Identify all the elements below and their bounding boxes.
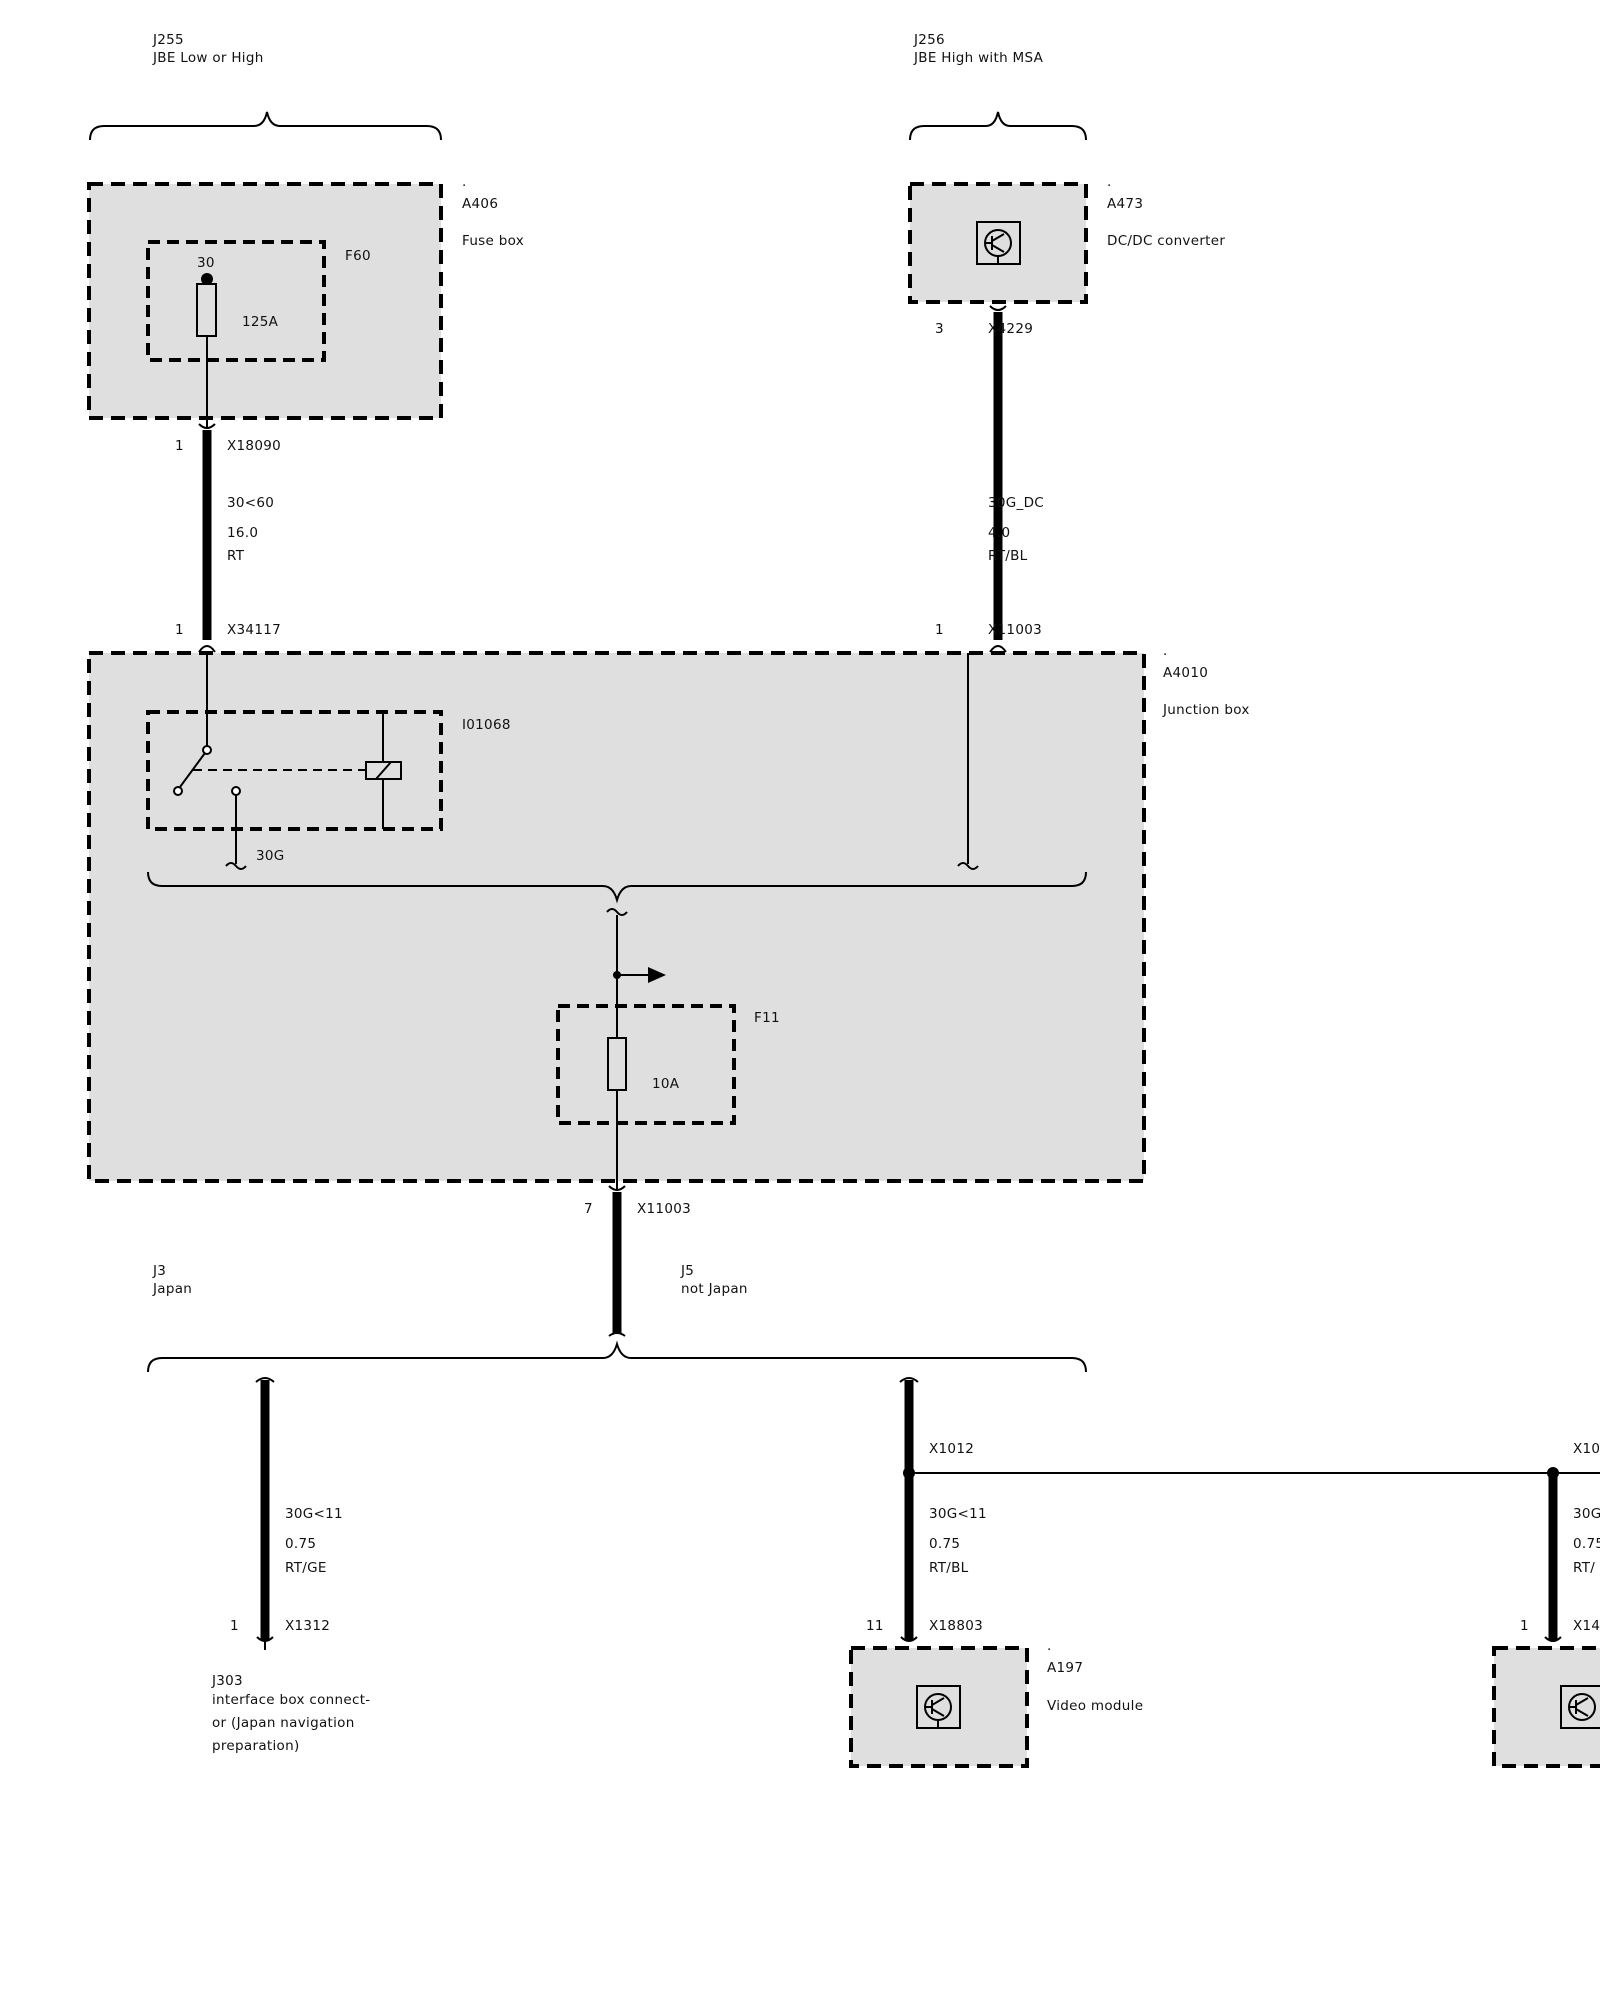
connector-x1312-id: X1312 bbox=[285, 1618, 330, 1634]
electronic-module-icon bbox=[976, 221, 1021, 265]
connector-x18090-pin: 1 bbox=[175, 438, 184, 454]
branch-arrow-icon bbox=[648, 967, 666, 983]
connector-x4229-id: X4229 bbox=[988, 321, 1033, 337]
connector-x11003-in-symbol bbox=[989, 645, 1007, 653]
branch-j3-break bbox=[255, 1377, 275, 1383]
dcdc-converter-a473 bbox=[908, 182, 1088, 304]
variant-j3-code: J3 bbox=[152, 1263, 166, 1279]
connector-x14-pin: 1 bbox=[1520, 1618, 1529, 1634]
connector-x1312-pin: 1 bbox=[230, 1618, 239, 1634]
relay-i01068-frame bbox=[146, 710, 443, 831]
variant-j256-desc: JBE High with MSA bbox=[913, 50, 1044, 66]
connector-x4229-symbol bbox=[989, 305, 1007, 311]
fuse-f11-frame bbox=[556, 1004, 736, 1125]
connector-x18803-id: X18803 bbox=[929, 1618, 983, 1634]
j303-line-1: interface box connect- bbox=[212, 1692, 370, 1708]
video-module-a197 bbox=[849, 1646, 1029, 1768]
fuse-f60-pin: 30 bbox=[197, 255, 215, 271]
relay-i01068-id: I01068 bbox=[462, 717, 511, 733]
wire-w3-signal: 30G<11 bbox=[285, 1506, 343, 1522]
a4010-id: A4010 bbox=[1163, 665, 1208, 681]
wire-w3-size: 0.75 bbox=[285, 1536, 316, 1552]
a406-dot: . bbox=[462, 174, 467, 190]
wire-w4-color: RT/BL bbox=[929, 1560, 969, 1576]
fuse-f11-rating: 10A bbox=[652, 1076, 680, 1092]
relay-output-break bbox=[225, 862, 247, 870]
splice-right-id: X10 bbox=[1573, 1441, 1600, 1457]
connector-x34117-symbol bbox=[198, 645, 216, 653]
connector-x14-symbol bbox=[1544, 1636, 1562, 1642]
variant-j255-desc: JBE Low or High bbox=[152, 50, 264, 66]
a197-name: Video module bbox=[1047, 1698, 1143, 1714]
relay-coil-slash bbox=[375, 761, 392, 780]
module-right-partial bbox=[1492, 1646, 1600, 1768]
wire-w2-signal: 30G_DC bbox=[988, 495, 1044, 511]
relay-contact-left bbox=[173, 786, 183, 796]
a4010-name: Junction box bbox=[1162, 702, 1250, 718]
variant-j255-code: J255 bbox=[152, 32, 184, 48]
a406-name: Fuse box bbox=[462, 233, 524, 249]
variant-j256-brace bbox=[909, 111, 1087, 141]
fuse-f11-id: F11 bbox=[754, 1010, 780, 1026]
wire-w1-signal: 30<60 bbox=[227, 495, 274, 511]
j303-line-3: preparation) bbox=[212, 1738, 300, 1754]
relay-output-label: 30G bbox=[256, 848, 285, 864]
j303-line-2: or (Japan navigation bbox=[212, 1715, 355, 1731]
fuse-f60-rating: 125A bbox=[242, 314, 279, 330]
relay-contact-output bbox=[231, 786, 241, 796]
connector-x18090-symbol bbox=[198, 423, 216, 429]
fuse-box-a406 bbox=[87, 182, 443, 420]
a473-id: A473 bbox=[1107, 196, 1143, 212]
wire-w1-color: RT bbox=[227, 548, 245, 564]
a197-dot: . bbox=[1047, 1638, 1052, 1654]
a4010-dot: . bbox=[1163, 643, 1168, 659]
internal-break bbox=[606, 908, 628, 916]
electronic-module-icon bbox=[916, 1685, 961, 1729]
wire-w1-size: 16.0 bbox=[227, 525, 258, 541]
a473-name: DC/DC converter bbox=[1107, 233, 1225, 249]
variant-j256-code: J256 bbox=[913, 32, 945, 48]
wire-w4-signal: 30G<11 bbox=[929, 1506, 987, 1522]
connector-x18803-pin: 11 bbox=[866, 1618, 884, 1634]
connector-x11003-out-id: X11003 bbox=[637, 1201, 691, 1217]
splice-x1012-id: X1012 bbox=[929, 1441, 974, 1457]
wire-w5-color: RT/ bbox=[1573, 1560, 1595, 1576]
fuse-f60-id: F60 bbox=[345, 248, 371, 264]
connector-x11003-in-pin: 1 bbox=[935, 622, 944, 638]
variant-j3-desc: Japan bbox=[152, 1281, 192, 1297]
connector-x11003-in-id: X11003 bbox=[988, 622, 1042, 638]
internal-brace bbox=[147, 871, 1087, 904]
connector-x34117-id: X34117 bbox=[227, 622, 281, 638]
wire-w3-color: RT/GE bbox=[285, 1560, 327, 1576]
connector-x11003-out-symbol bbox=[608, 1185, 626, 1191]
connector-x34117-pin: 1 bbox=[175, 622, 184, 638]
branch-j5-break bbox=[899, 1377, 919, 1383]
fuse-f60-frame bbox=[146, 240, 326, 362]
connector-x18090-id: X18090 bbox=[227, 438, 281, 454]
lower-brace bbox=[147, 1340, 1087, 1373]
a406-id: A406 bbox=[462, 196, 498, 212]
a473-dot: . bbox=[1107, 174, 1112, 190]
relay-contact-top bbox=[202, 745, 212, 755]
wire-w2-size: 4.0 bbox=[988, 525, 1010, 541]
a197-id: A197 bbox=[1047, 1660, 1083, 1676]
junction-feed-break bbox=[957, 862, 979, 870]
wire-w2-color: RT/BL bbox=[988, 548, 1028, 564]
electronic-module-icon bbox=[1560, 1685, 1600, 1729]
connector-x4229-pin: 3 bbox=[935, 321, 944, 337]
variant-j5-desc: not Japan bbox=[681, 1281, 748, 1297]
variant-j255-brace bbox=[89, 111, 442, 141]
wire-w5-signal: 30G bbox=[1573, 1506, 1600, 1522]
wire-w4-size: 0.75 bbox=[929, 1536, 960, 1552]
wire-w5-size: 0.75 bbox=[1573, 1536, 1600, 1552]
connector-x14-id: X14 bbox=[1573, 1618, 1600, 1634]
output-trunk-break bbox=[608, 1332, 626, 1337]
variant-j5-code: J5 bbox=[680, 1263, 694, 1279]
connector-x11003-out-pin: 7 bbox=[584, 1201, 593, 1217]
relay-switch-arm bbox=[179, 752, 206, 788]
j303-code: J303 bbox=[211, 1673, 243, 1689]
connector-x18803-symbol bbox=[900, 1636, 918, 1642]
